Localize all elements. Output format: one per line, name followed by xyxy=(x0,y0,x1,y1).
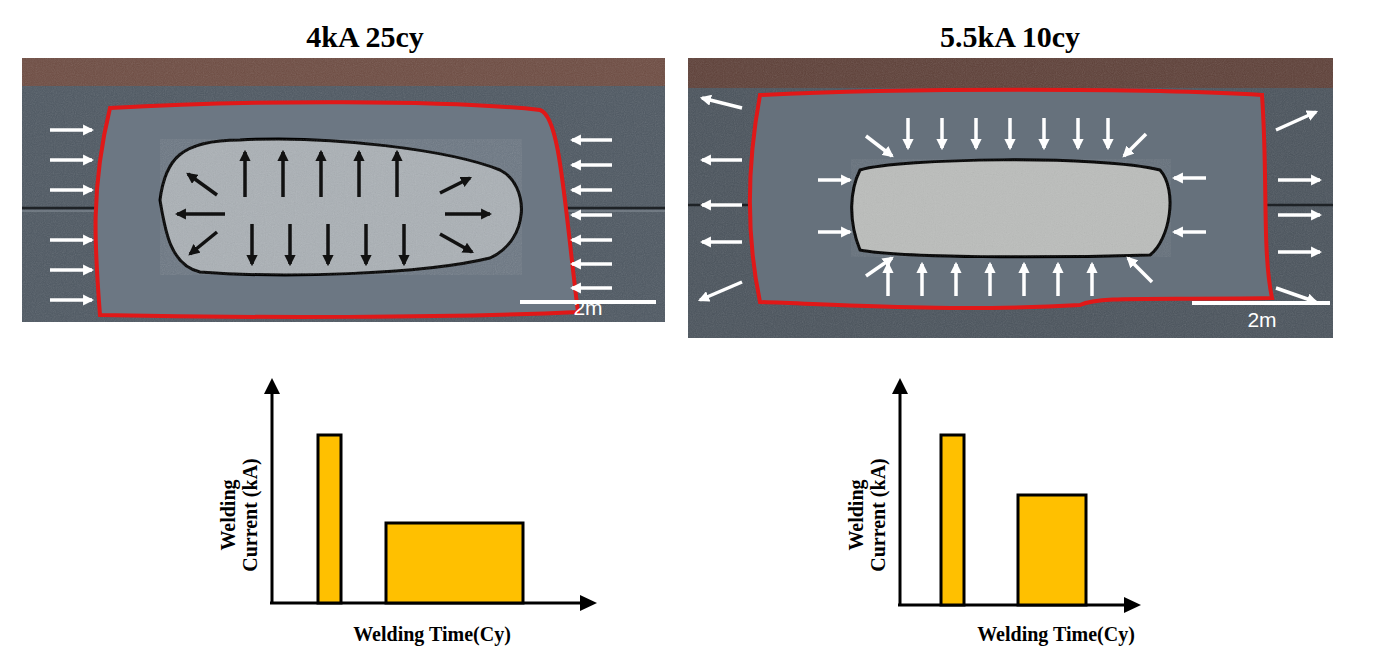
stress-arrow xyxy=(50,128,92,132)
stress-arrow xyxy=(288,224,292,264)
stress-arrow xyxy=(50,158,92,162)
stress-arrow xyxy=(572,213,612,217)
stress-arrow xyxy=(188,174,217,195)
stress-arrow xyxy=(1278,213,1320,217)
stress-arrow xyxy=(1076,118,1080,148)
condition-title: 4kA 25cy xyxy=(306,20,424,53)
stress-arrow xyxy=(1106,118,1110,148)
stress-arrow xyxy=(1042,118,1046,148)
stress-arrow xyxy=(50,298,92,302)
scale-bar-label: 2m xyxy=(1247,308,1276,331)
stress-arrow xyxy=(50,238,92,242)
current-chart-right xyxy=(892,378,1141,613)
scale-bar-label: 2m xyxy=(573,296,602,319)
stress-arrow xyxy=(440,178,470,193)
stress-arrow xyxy=(395,152,399,197)
stress-arrow xyxy=(700,282,742,300)
stress-arrow xyxy=(702,240,742,244)
stress-arrow xyxy=(1174,230,1206,234)
stress-arrow xyxy=(364,224,368,264)
stress-arrow xyxy=(940,118,944,148)
axis-label: Welding Current (kA) xyxy=(216,448,260,583)
micrograph-left xyxy=(22,58,665,322)
stress-arrow xyxy=(319,152,323,197)
stress-arrow xyxy=(281,152,285,197)
stress-arrow xyxy=(866,258,892,276)
stress-arrow xyxy=(572,286,612,290)
current-chart-left xyxy=(264,378,597,611)
stress-arrow xyxy=(572,188,612,192)
stress-arrow xyxy=(886,264,890,296)
stress-arrow xyxy=(572,163,612,167)
stress-arrow xyxy=(1128,258,1152,282)
stress-arrow xyxy=(445,212,490,216)
stress-arrow xyxy=(920,264,924,296)
axis-label: Welding Time(Cy) xyxy=(977,623,1135,645)
stress-arrow xyxy=(974,118,978,148)
micrograph-right xyxy=(688,58,1333,338)
stress-arrow xyxy=(50,188,92,192)
stress-arrow xyxy=(357,152,361,197)
stress-arrow xyxy=(1008,118,1012,148)
stress-arrow xyxy=(1276,288,1316,302)
stress-arrow xyxy=(572,262,612,266)
stress-arrow xyxy=(1022,264,1026,296)
stress-arrow xyxy=(250,224,254,264)
stress-arrow xyxy=(1124,134,1146,156)
condition-title: 5.5kA 10cy xyxy=(940,20,1080,53)
stress-arrow xyxy=(954,264,958,296)
stress-arrow xyxy=(1276,112,1316,130)
axis-label: Welding Current (kA) xyxy=(844,448,888,583)
stress-arrow xyxy=(702,158,742,162)
stress-arrow xyxy=(702,98,742,108)
stress-arrow xyxy=(818,230,850,234)
stress-arrow xyxy=(402,224,406,264)
stress-arrow xyxy=(988,264,992,296)
stress-arrow xyxy=(1174,176,1206,180)
stress-arrow xyxy=(818,178,850,182)
stress-arrow xyxy=(243,152,247,197)
stress-arrow xyxy=(1090,264,1094,296)
axis-label: Welding Time(Cy) xyxy=(353,623,511,645)
stress-arrow xyxy=(702,203,742,207)
stress-arrow xyxy=(906,118,910,148)
stress-arrow xyxy=(572,138,612,142)
stress-arrow xyxy=(326,224,330,264)
stress-arrow xyxy=(190,232,217,254)
stress-arrow xyxy=(1278,250,1320,254)
stress-arrow xyxy=(440,234,472,252)
stress-arrow xyxy=(50,268,92,272)
stress-arrow xyxy=(1278,178,1320,182)
stress-arrow xyxy=(1056,264,1060,296)
stress-arrow xyxy=(866,136,892,156)
stress-arrow xyxy=(177,212,225,216)
stress-arrow xyxy=(572,238,612,242)
